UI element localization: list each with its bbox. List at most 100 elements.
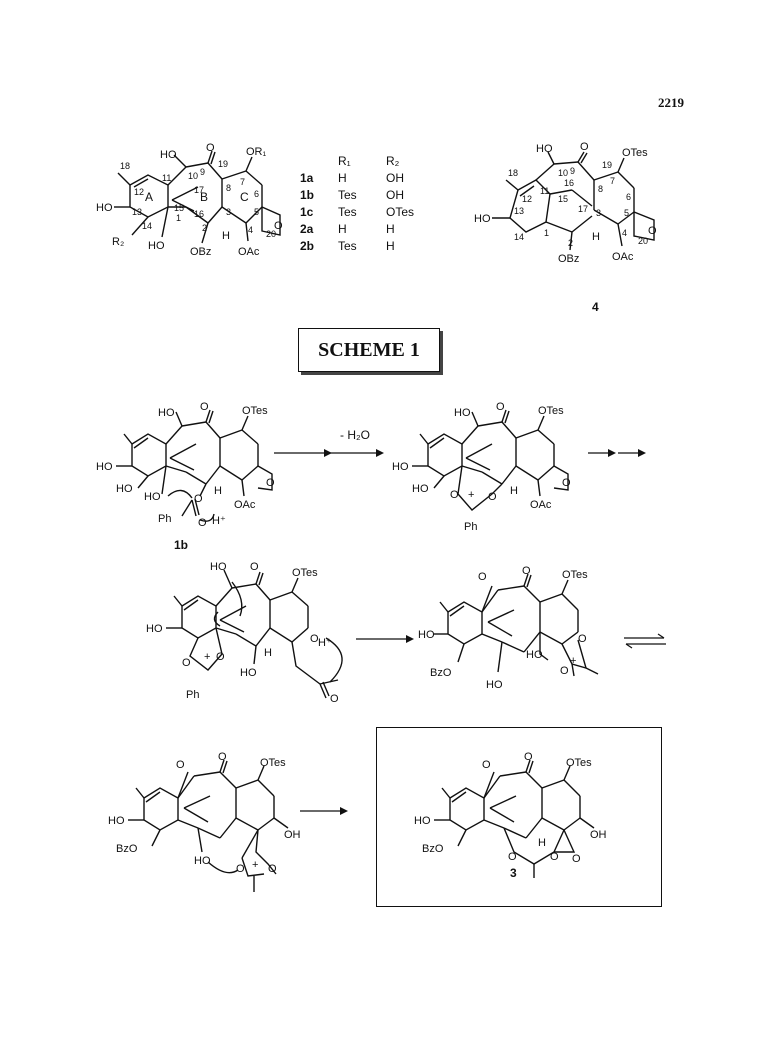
compound-label: 3 (510, 866, 517, 880)
atom-number: 11 (162, 173, 171, 183)
plus-label: + (204, 651, 210, 663)
atom-number: 18 (120, 161, 130, 171)
dioxolane-o-label: O (450, 489, 459, 501)
table-cell: OH (386, 170, 404, 185)
ho-label: HO (526, 649, 543, 661)
reaction-arrow (274, 449, 332, 457)
h-label: H (222, 230, 230, 242)
otes-label: OTes (538, 405, 564, 417)
atom-number: 3 (596, 208, 601, 218)
dioxolane-o-label: O (488, 491, 497, 503)
ho-label: HO (210, 561, 227, 573)
ho-label: HO (454, 407, 471, 419)
scheme-structure-product-3: HO BzO OTes OH O O O O O H (414, 751, 607, 878)
dioxolane-o-label: O (216, 651, 225, 663)
carbonyl-o-label: O (206, 142, 215, 154)
table-row: 1b Tes OH (300, 186, 446, 203)
otes-label: OTes (260, 757, 286, 769)
ho-label: HO (194, 855, 211, 867)
oac-label: OAc (234, 499, 256, 511)
atom-number: 14 (514, 232, 524, 242)
ho-label: HO (392, 461, 409, 473)
ho-label: HO (414, 815, 431, 827)
atom-number: 4 (248, 225, 253, 235)
oxetane-o-label: O (274, 220, 283, 232)
ho-label: HO (116, 483, 133, 495)
ho-label: HO (412, 483, 429, 495)
oac-label: OAc (530, 499, 552, 511)
atom-number: 19 (602, 160, 612, 170)
ho-label: HO (146, 623, 163, 635)
substituent-table: R₁ R₂ 1a H OH 1b Tes OH 1c Tes OTes 2a H… (300, 152, 446, 254)
atom-number: 2 (568, 238, 573, 248)
hplus-label: H⁺ (318, 637, 332, 649)
hplus-label: H⁺ (212, 515, 226, 527)
bzo-label: BzO (422, 843, 444, 855)
table-cell: OTes (386, 204, 415, 219)
table-header: R₁ (338, 153, 351, 168)
atom-number: 6 (626, 192, 631, 202)
atom-number: 13 (514, 206, 524, 216)
atom-number: 18 (508, 168, 518, 178)
atom-number: 20 (638, 236, 648, 246)
oac-label: OAc (238, 246, 260, 258)
dioxolane-o-label: O (560, 665, 569, 677)
epoxide-o-label: O (478, 571, 487, 583)
ho-label: HO (108, 815, 125, 827)
multistep-arrow (588, 449, 646, 457)
oxetane-o-label: O (310, 633, 319, 645)
r2-label: R₂ (112, 236, 124, 248)
table-cell: H (386, 221, 395, 236)
atom-number: 1 (176, 213, 181, 223)
carbonyl-o-label: O (524, 751, 533, 763)
table-header-row: R₁ R₂ (300, 152, 446, 169)
oxetane-o-label: O (266, 477, 275, 489)
equilibrium-arrow (624, 633, 666, 649)
table-cell: 1c (300, 204, 314, 219)
table-cell: 1b (300, 187, 315, 202)
acetyl-o-label: O (330, 693, 339, 705)
scheme-structure-row2-left: HO HO HO OTes O O + Ph O O H⁺ H O (146, 561, 343, 705)
dioxolane-o-label: O (182, 657, 191, 669)
or1-label: OR₁ (246, 146, 267, 158)
atom-number: 8 (226, 183, 231, 193)
table-cell: Tes (338, 187, 357, 202)
atom-number: 12 (522, 194, 532, 204)
reaction-arrow (330, 449, 384, 457)
product-box (376, 727, 662, 907)
otes-label: OTes (622, 147, 648, 159)
atom-number: 17 (194, 185, 204, 195)
h-label: H (264, 647, 272, 659)
table-row: 1c Tes OTes (300, 203, 446, 220)
ho-label: HO (474, 213, 491, 225)
oh-label: OH (284, 829, 301, 841)
ho-label: HO (536, 143, 553, 155)
otes-label: OTes (566, 757, 592, 769)
taxane-structure-4: HO HO OTes OBz OAc O O H 18 10 9 19 7 6 … (474, 141, 657, 265)
table-cell: 1a (300, 170, 314, 185)
arrow-label: - H₂O (340, 428, 370, 442)
carbonyl-o-label: O (580, 141, 589, 153)
oxetane-o-label: O (648, 225, 657, 237)
otes-label: OTes (562, 569, 588, 581)
ho-label: HO (144, 491, 161, 503)
table-row: 1a H OH (300, 169, 446, 186)
otes-label: OTes (242, 405, 268, 417)
ho-label: HO (96, 202, 113, 214)
carbonyl-o-label: O (522, 565, 531, 577)
scheme-structure-row2-right: HO BzO HO HO OTes O O O O + (418, 565, 599, 691)
reaction-arrow (300, 807, 348, 815)
atom-number: 7 (610, 176, 615, 186)
orthoester-o-label: O (508, 851, 517, 863)
atom-number: 1 (544, 228, 549, 238)
table-row: 2b Tes H (300, 237, 446, 254)
ho-label: HO (96, 461, 113, 473)
atom-number: 15 (558, 194, 568, 204)
ho-label: HO (148, 240, 165, 252)
carbonyl-o-label: O (250, 561, 259, 573)
compound-label: 1b (174, 538, 189, 552)
carbonyl-o-label: O (496, 401, 505, 413)
atom-number: 9 (200, 167, 205, 177)
atom-number: 15 (174, 203, 184, 213)
scheme-title: SCHEME 1 (298, 328, 440, 372)
